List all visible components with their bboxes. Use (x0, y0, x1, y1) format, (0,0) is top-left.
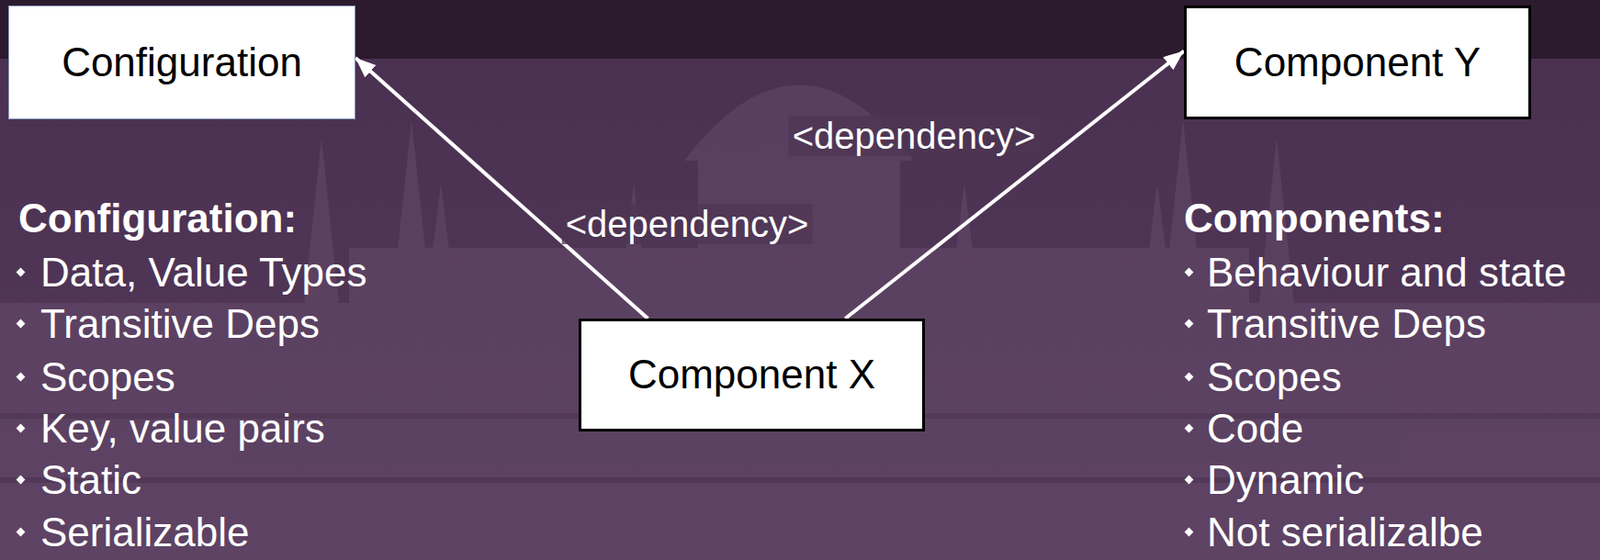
list-item: Dynamic (1206, 457, 1364, 505)
bullet (1184, 475, 1195, 485)
bullet (16, 372, 26, 383)
list-item: Transitive Deps (1206, 301, 1487, 349)
list-heading: Configuration: (18, 195, 297, 243)
bullet (1184, 268, 1195, 278)
list-item: Scopes (40, 354, 176, 402)
list-item: Transitive Deps (40, 301, 320, 349)
bullet (1184, 424, 1195, 434)
dependency-arrow (355, 57, 648, 319)
component-box: Component Y (1183, 5, 1532, 120)
component-box: Component X (578, 318, 925, 432)
spire (394, 119, 429, 276)
spire (431, 183, 451, 258)
list-item: Scopes (1206, 354, 1342, 402)
configuration-box: Configuration (8, 5, 356, 120)
box-label: Configuration (61, 39, 303, 87)
list-item: Behaviour and state (1206, 249, 1567, 297)
list-item: Serializable (40, 509, 249, 557)
list-item: Static (40, 457, 142, 505)
box-label: Component Y (1234, 39, 1481, 87)
box-label: Component X (628, 351, 876, 399)
bullet (1184, 528, 1195, 538)
bullet (16, 475, 26, 485)
list-item: Key, value pairs (40, 405, 326, 453)
bullets (16, 268, 1195, 538)
list-item: Code (1206, 405, 1304, 453)
bullet (1184, 319, 1195, 329)
edge-label: <dependency> (562, 203, 813, 245)
bullet (16, 424, 26, 434)
bullet (16, 528, 26, 538)
list-heading: Components: (1183, 195, 1445, 243)
spire (1148, 183, 1167, 258)
bullet (16, 268, 26, 278)
edge-label: <dependency> (788, 115, 1040, 157)
list-item: Not serializalbe (1206, 509, 1484, 557)
bullet (16, 319, 26, 329)
dependency-arrow (845, 51, 1184, 319)
list-item: Data, Value Types (40, 249, 367, 297)
bullet (1184, 372, 1195, 383)
